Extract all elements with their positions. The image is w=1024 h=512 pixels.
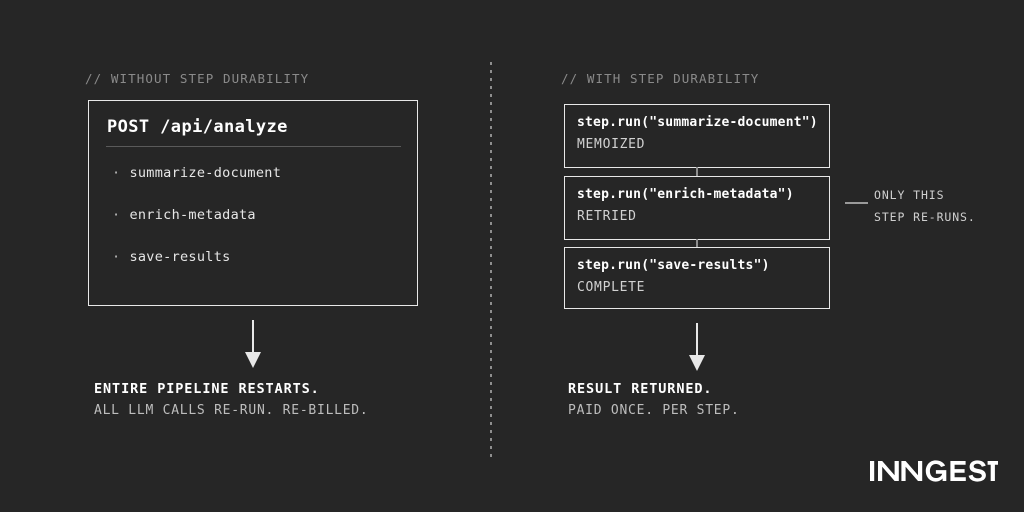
bullet-icon: · [112, 249, 121, 265]
flow-arrow-down-icon [689, 323, 705, 371]
outcome-headline-with-durability: RESULT RETURNED. [568, 381, 713, 397]
list-item: · enrich-metadata [112, 207, 256, 223]
arrow-head [245, 352, 261, 368]
callout-text-line-1: ONLY THIS [874, 188, 945, 202]
request-endpoint-title: POST /api/analyze [107, 117, 288, 137]
bullet-icon: · [112, 165, 121, 181]
arrow-shaft [696, 323, 698, 357]
outcome-headline-without-durability: ENTIRE PIPELINE RESTARTS. [94, 381, 320, 397]
list-item-label: save-results [129, 249, 231, 265]
monolithic-request-box [88, 100, 418, 306]
callout-text-line-2: STEP RE-RUNS. [874, 210, 976, 224]
outcome-detail-without-durability: ALL LLM CALLS RE-RUN. RE-BILLED. [94, 403, 369, 418]
list-item: · save-results [112, 249, 231, 265]
inngest-logo [870, 458, 998, 484]
step-call-label: step.run("save-results") [577, 258, 770, 273]
flow-arrow-down-icon [245, 320, 261, 368]
arrow-head [689, 355, 705, 371]
list-item-label: summarize-document [129, 165, 282, 181]
callout-leader-line [845, 202, 868, 204]
status-badge: MEMOIZED [577, 137, 646, 152]
step-call-label: step.run("enrich-metadata") [577, 187, 794, 202]
arrow-shaft [252, 320, 254, 354]
step-box-summarize-document: step.run("summarize-document") MEMOIZED [564, 104, 830, 168]
step-connector [696, 167, 698, 177]
step-connector [696, 239, 698, 248]
request-title-divider [106, 146, 401, 147]
list-item-label: enrich-metadata [129, 207, 256, 223]
step-box-save-results: step.run("save-results") COMPLETE [564, 247, 830, 309]
section-label-with-durability: // WITH STEP DURABILITY [561, 71, 760, 86]
list-item: · summarize-document [112, 165, 281, 181]
status-badge: RETRIED [577, 209, 637, 224]
vertical-dotted-divider [490, 62, 492, 460]
status-badge: COMPLETE [577, 280, 646, 295]
bullet-icon: · [112, 207, 121, 223]
step-box-enrich-metadata: step.run("enrich-metadata") RETRIED [564, 176, 830, 240]
section-label-without-durability: // WITHOUT STEP DURABILITY [85, 71, 310, 86]
step-call-label: step.run("summarize-document") [577, 115, 818, 130]
outcome-detail-with-durability: PAID ONCE. PER STEP. [568, 403, 740, 418]
